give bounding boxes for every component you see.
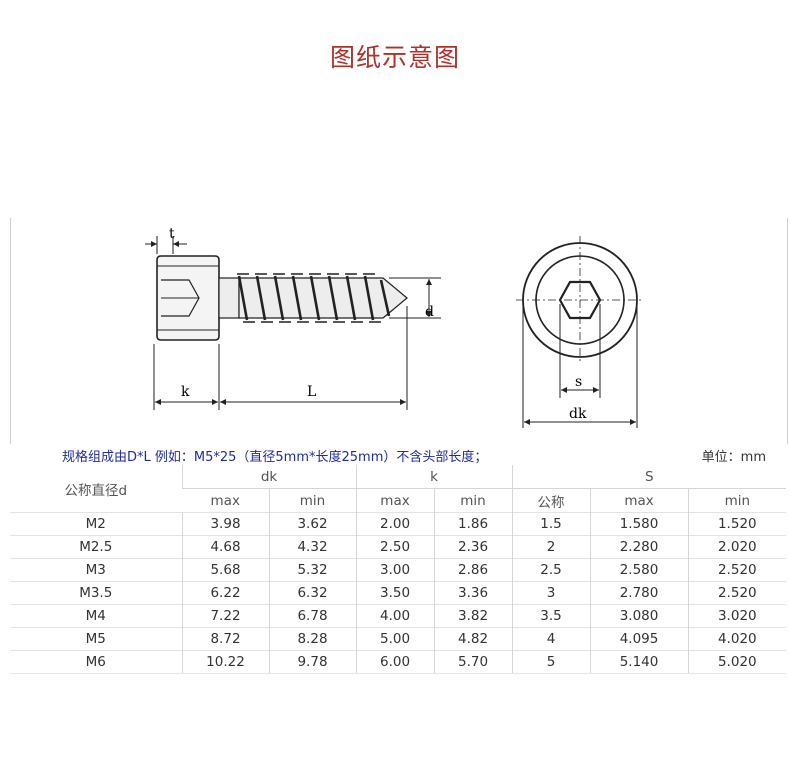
header-k: k: [355, 465, 513, 489]
label-k: k: [181, 384, 190, 400]
header-diameter: 公称直径d: [64, 482, 128, 499]
screw-diagram: t k L d s dk: [145, 226, 644, 428]
label-s: s: [575, 374, 582, 390]
table-cell: 5: [511, 650, 591, 674]
unit-label: 单位：mm: [701, 450, 766, 465]
header-s: S: [511, 465, 787, 489]
table-cell-size: M2.5: [10, 535, 182, 559]
table-cell: 3.020: [687, 604, 787, 628]
table-cell: 1.5: [511, 512, 591, 536]
screw-thread: [218, 273, 408, 323]
table-cell: 2: [511, 535, 591, 559]
table-cell-size: M3.5: [10, 581, 182, 605]
table-cell-size: M4: [10, 604, 182, 628]
table-cell: 3: [511, 581, 591, 605]
table-cell: 1.580: [589, 512, 689, 536]
table-cell: 6.78: [268, 604, 357, 628]
table-cell: 6.32: [268, 581, 357, 605]
table-cell: 4.095: [589, 627, 689, 651]
table-cell: 3.36: [433, 581, 513, 605]
table-cell: 2.520: [687, 558, 787, 582]
table-cell-size: M3: [10, 558, 182, 582]
header-dk: dk: [181, 465, 357, 489]
subheader-s-min: min: [687, 488, 787, 513]
table-cell: 2.5: [511, 558, 591, 582]
label-t: t: [169, 226, 175, 242]
table-cell-size: M6: [10, 650, 182, 674]
label-d: d: [425, 304, 434, 320]
table-cell: 1.86: [433, 512, 513, 536]
table-cell: 4.32: [268, 535, 357, 559]
table-cell: 1.520: [687, 512, 787, 536]
subheader-k-max: max: [355, 488, 435, 513]
table-cell: 2.36: [433, 535, 513, 559]
table-cell: 3.080: [589, 604, 689, 628]
table-cell: 4.00: [355, 604, 435, 628]
table-cell-size: M5: [10, 627, 182, 651]
table-cell: 2.780: [589, 581, 689, 605]
table-cell: 5.32: [268, 558, 357, 582]
table-cell: 4: [511, 627, 591, 651]
screw-head-side: [156, 255, 220, 341]
table-cell: 2.580: [589, 558, 689, 582]
table-cell: 5.68: [181, 558, 269, 582]
table-cell: 8.28: [268, 627, 357, 651]
table-cell: 5.020: [687, 650, 787, 674]
subheader-s-nominal: 公称: [511, 488, 591, 513]
table-cell: 5.00: [355, 627, 435, 651]
subheader-dk-max: max: [182, 488, 269, 513]
table-cell: 3.82: [433, 604, 513, 628]
screw-head-top: [516, 236, 644, 428]
table-cell: 3.50: [355, 581, 435, 605]
table-cell: 2.86: [433, 558, 513, 582]
table-cell: 4.82: [433, 627, 513, 651]
table-cell: 4.020: [687, 627, 787, 651]
dimension-lines: [145, 236, 441, 410]
technical-drawing: t k L d s dk: [10, 218, 788, 444]
table-cell: 3.00: [355, 558, 435, 582]
table-cell: 3.5: [511, 604, 591, 628]
table-cell: 2.020: [687, 535, 787, 559]
table-cell: 2.00: [355, 512, 435, 536]
table-cell: 6.22: [181, 581, 269, 605]
subheader-s-max: max: [589, 488, 689, 513]
table-cell: 9.78: [268, 650, 357, 674]
table-cell: 5.140: [589, 650, 689, 674]
subheader-dk-min: min: [268, 488, 357, 513]
label-L: L: [307, 384, 316, 400]
table-cell: 6.00: [355, 650, 435, 674]
spec-table: 公称直径d dk k S max min max min 公称 max min …: [10, 465, 787, 674]
table-cell: 10.22: [181, 650, 269, 674]
label-dk: dk: [569, 406, 587, 422]
divider: [10, 673, 786, 674]
table-cell: 3.62: [268, 512, 357, 536]
table-cell: 8.72: [181, 627, 269, 651]
table-cell: 2.520: [687, 581, 787, 605]
subheader-k-min: min: [433, 488, 513, 513]
table-cell: 4.68: [181, 535, 269, 559]
spec-note: 规格组成由D*L 例如：M5*25（直径5mm*长度25mm）不含头部长度；: [62, 450, 488, 465]
table-cell: 5.70: [433, 650, 513, 674]
table-cell: 2.50: [355, 535, 435, 559]
table-cell: 3.98: [181, 512, 269, 536]
page-title: 图纸示意图: [329, 43, 460, 72]
table-cell-size: M2: [10, 512, 182, 536]
table-cell: 2.280: [589, 535, 689, 559]
table-cell: 7.22: [181, 604, 269, 628]
